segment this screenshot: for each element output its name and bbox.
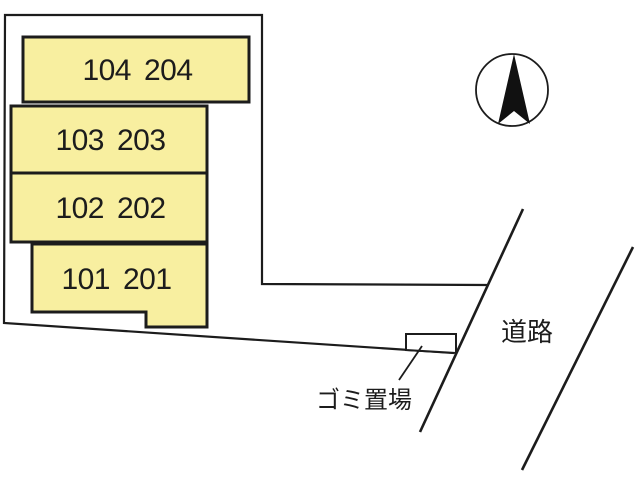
room-number-202: 202: [117, 192, 166, 225]
room-number-101: 101: [61, 263, 110, 296]
garbage-area-box: [405, 333, 457, 355]
room-unit-102-202: 102 202: [9, 171, 209, 244]
room-number-204: 204: [144, 54, 193, 87]
garbage-pointer-line: [398, 345, 423, 381]
compass-needle: [498, 54, 530, 124]
road-edge-near-line: [418, 208, 525, 433]
room-number-201: 201: [123, 263, 172, 296]
room-box-101-201: [30, 242, 209, 329]
room-number-103: 103: [55, 124, 104, 157]
room-box-104-204: [21, 35, 251, 104]
property-boundary-line: [2, 13, 488, 355]
room-number-102: 102: [55, 192, 104, 225]
room-number-104: 104: [82, 54, 131, 87]
room-box-102-202: [9, 171, 209, 244]
north-arrow-icon: [475, 53, 549, 127]
room-unit-104-204: 104 204: [21, 35, 251, 104]
garbage-area-label: ゴミ置場: [316, 387, 412, 414]
room-unit-101-201: 101 201: [30, 242, 209, 329]
room-box-103-203: [9, 104, 209, 175]
road-label: 道路: [501, 317, 553, 347]
room-number-203: 203: [117, 124, 166, 157]
road-edge-far-line: [520, 246, 635, 471]
room-unit-103-203: 103 203: [9, 104, 209, 175]
